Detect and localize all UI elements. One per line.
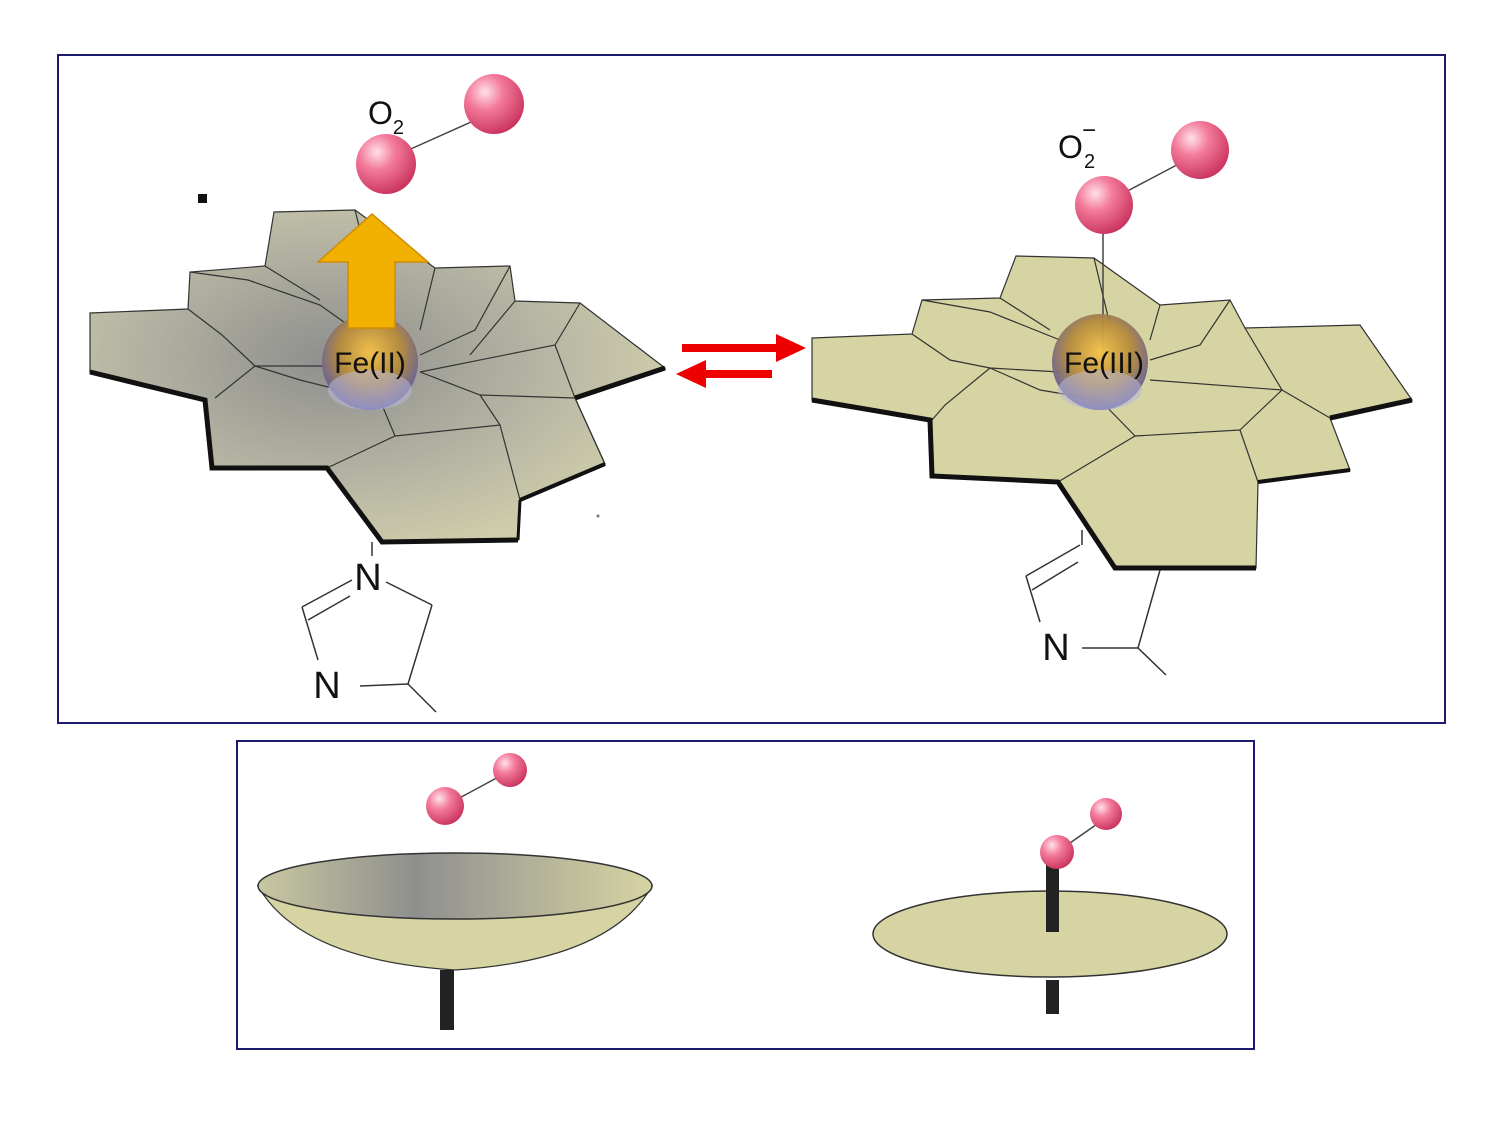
imidazole-right bbox=[1025, 530, 1167, 676]
flat-oxygen-atom-2 bbox=[1090, 798, 1122, 830]
ring-right-edge-right bbox=[1329, 397, 1413, 421]
flat-heme-illustration bbox=[872, 798, 1228, 1014]
iron-label-right: Fe(III) bbox=[1064, 347, 1144, 380]
flat-stem-top bbox=[1046, 864, 1059, 932]
bowl-oxygen-atom-2 bbox=[493, 753, 527, 787]
ring-front-edge-right bbox=[811, 397, 1256, 571]
iron-atom-left-shadow bbox=[328, 370, 412, 410]
iron-atom-right-shadow bbox=[1058, 370, 1142, 410]
up-arrow-icon bbox=[316, 213, 431, 329]
nitrogen-upper-left: N bbox=[354, 557, 381, 599]
o2-bond-left bbox=[403, 117, 481, 153]
o2-subscript-right: 2 bbox=[1084, 151, 1095, 173]
flat-oxygen-atom-1 bbox=[1040, 835, 1074, 869]
ring-front-edge-left bbox=[89, 369, 519, 545]
ring-tick-right bbox=[1257, 468, 1351, 484]
bottom-panel-frame bbox=[236, 740, 1255, 1050]
oxygen-atom-left-2 bbox=[464, 74, 524, 134]
iron-label-left: Fe(II) bbox=[334, 347, 406, 380]
ring-right-edge-left-2 bbox=[516, 499, 522, 541]
o2-superscript-right: − bbox=[1082, 117, 1096, 144]
top-panel-frame bbox=[57, 54, 1446, 724]
ring-tick-left-2 bbox=[519, 462, 606, 502]
bowl-rim bbox=[257, 852, 653, 920]
o2-label-left: O2 bbox=[368, 95, 404, 139]
nitrogen-label-right: N bbox=[1042, 627, 1069, 669]
oxygen-atom-right-2 bbox=[1171, 121, 1229, 179]
oxygen-atom-left-1 bbox=[356, 134, 416, 194]
domed-heme-illustration bbox=[256, 753, 654, 1030]
bowl-stem bbox=[440, 970, 454, 1030]
oxygen-atom-right-1 bbox=[1075, 176, 1133, 234]
ring-tick-left bbox=[574, 397, 606, 465]
flat-stem-bottom bbox=[1046, 980, 1059, 1014]
bowl-oxygen-atom-1 bbox=[426, 787, 464, 825]
stray-dot bbox=[198, 194, 207, 203]
porphyrin-cell-lines-left bbox=[187, 209, 581, 501]
ring-right-edge-left bbox=[574, 365, 666, 401]
equilibrium-arrows-icon bbox=[676, 334, 806, 388]
right-heme: Fe(III) N O 2 − bbox=[811, 117, 1414, 676]
porphyrin-cell-lines-right bbox=[911, 257, 1331, 483]
stray-dot-small bbox=[596, 514, 600, 518]
o2-label-right: O bbox=[1058, 129, 1083, 165]
imidazole-left bbox=[301, 542, 437, 713]
nitrogen-lower-left: N bbox=[313, 665, 340, 707]
left-heme: Fe(II) N N O2 bbox=[89, 74, 667, 713]
